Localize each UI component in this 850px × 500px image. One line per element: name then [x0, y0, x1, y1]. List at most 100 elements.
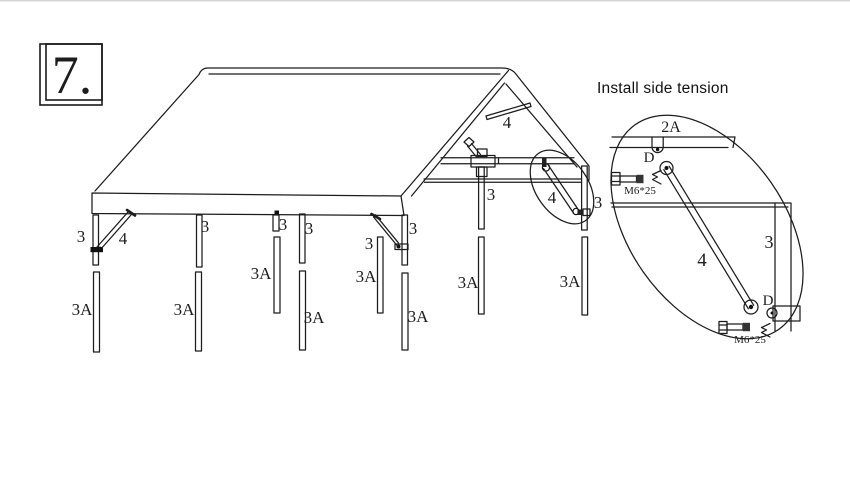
leg-extension-4 — [298, 270, 307, 351]
rear-corner-leg — [580, 165, 588, 231]
detail-bar-bottom-eye — [743, 299, 759, 315]
label-leg-3: 3 — [487, 185, 496, 204]
leg-bracket — [582, 208, 591, 217]
label-leg-3: 3 — [594, 193, 603, 212]
label-extension-3a: 3A — [304, 308, 326, 327]
label-beam-2a: 2A — [661, 119, 681, 136]
front-right-corner-brace — [370, 212, 409, 251]
detail-side-rail — [610, 202, 791, 208]
leg-extension-6 — [477, 236, 485, 315]
front-right-leg — [401, 214, 409, 266]
bolt-head — [610, 171, 621, 186]
canopy-drawing — [90, 67, 595, 353]
tab-hole — [655, 147, 660, 152]
tension-bar-top-eye — [541, 163, 551, 172]
king-strut-eye — [463, 136, 475, 148]
bolt-thread-tip — [743, 322, 750, 332]
side-tension-assembly — [529, 149, 595, 225]
detail-top-beam — [609, 136, 736, 149]
label-tension-4: 4 — [548, 188, 557, 207]
bolt-thread-tip — [636, 174, 644, 184]
front-leg-3 — [298, 213, 306, 264]
label-leg-3: 3 — [305, 219, 314, 238]
brace-collar — [394, 243, 409, 251]
detail-bottom-bolt — [718, 320, 771, 338]
label-extension-3a: 3A — [356, 267, 378, 286]
step-badge-inner-box — [45, 43, 103, 101]
front-left-corner-brace — [90, 208, 137, 253]
label-tension-4: 4 — [119, 229, 128, 248]
detail-top-bolt — [610, 169, 662, 186]
bolt-head-facets — [610, 175, 621, 183]
king-strut — [466, 142, 482, 158]
gable-middle-leg — [477, 166, 485, 230]
leg-extension-2 — [194, 271, 203, 352]
front-leg-2 — [195, 214, 203, 268]
bolt-head — [718, 320, 728, 335]
cross-fitting-top — [476, 148, 488, 158]
brace-foot — [370, 212, 382, 221]
label-bolt-spec: M6*25 — [624, 185, 656, 197]
label-tension-4: 4 — [503, 113, 512, 132]
tension-bar — [542, 164, 580, 214]
leg-extension-5 — [401, 272, 409, 351]
detail-bar-top-eye — [659, 160, 674, 176]
side-rail — [423, 178, 582, 183]
leg-bracket-dark — [577, 209, 583, 215]
label-extension-3a: 3A — [458, 273, 480, 292]
label-extension-3a: 3A — [560, 272, 582, 291]
corner-brace-bar — [96, 211, 132, 251]
label-leg-3: 3 — [409, 219, 418, 238]
callout-ellipse — [610, 114, 804, 340]
label-extension-3a: 3A — [251, 264, 273, 283]
gable-top-beam — [440, 157, 575, 165]
front-valance-band — [91, 192, 405, 217]
label-extension-3a: 3A — [72, 300, 94, 319]
label-leg-3: 3 — [201, 217, 210, 236]
detail-title: Install side tension — [597, 80, 729, 97]
brace-bolt — [98, 246, 102, 251]
window-top-border — [0, 0, 850, 2]
roof-outline — [94, 67, 590, 192]
rear-middle-leg — [376, 236, 384, 314]
label-extension-3a: 3A — [174, 300, 196, 319]
detail-bar-bottom-eye-hole — [748, 304, 754, 310]
label-connector-d: D — [763, 293, 774, 309]
bracket-eye — [766, 307, 778, 319]
label-leg-3: 3 — [765, 232, 774, 252]
rear-leg-stub-bolt — [274, 210, 279, 215]
left-rafter-outer — [400, 69, 510, 197]
detail-tension-bar — [663, 165, 755, 310]
label-tension-4: 4 — [697, 250, 707, 271]
label-leg-3: 3 — [77, 227, 86, 246]
bolt-shaft — [619, 175, 638, 183]
leg-extension-3 — [273, 236, 281, 314]
label-connector-d: D — [644, 150, 655, 166]
detail-view — [609, 114, 804, 340]
bracket-eye-hole — [770, 311, 774, 315]
right-rafter-inner — [505, 83, 578, 168]
label-bolt-spec: M6*25 — [734, 334, 766, 346]
detail-connector-tab — [651, 136, 664, 154]
step-badge — [39, 43, 103, 106]
label-extension-3a: 3A — [408, 307, 430, 326]
wing-clip-icon — [760, 322, 771, 338]
rear-leg-stub — [272, 214, 280, 232]
bolt-head-facets — [718, 324, 728, 331]
callout-source-ellipse — [529, 149, 595, 225]
tension-top-bracket — [542, 157, 547, 167]
leg-extension-7 — [581, 236, 589, 316]
left-rafter-inner — [410, 82, 506, 197]
step-number: 7. — [52, 45, 93, 105]
brace-bolt — [396, 244, 401, 249]
leg-extension-1 — [92, 271, 101, 353]
peak-brace-bar — [485, 102, 532, 121]
brace-foot — [125, 208, 137, 217]
brace-collar — [90, 247, 103, 253]
wing-clip-icon — [651, 169, 662, 185]
detail-bar-top-eye-hole — [664, 166, 669, 170]
front-left-leg — [92, 214, 100, 266]
label-leg-3: 3 — [279, 215, 288, 234]
